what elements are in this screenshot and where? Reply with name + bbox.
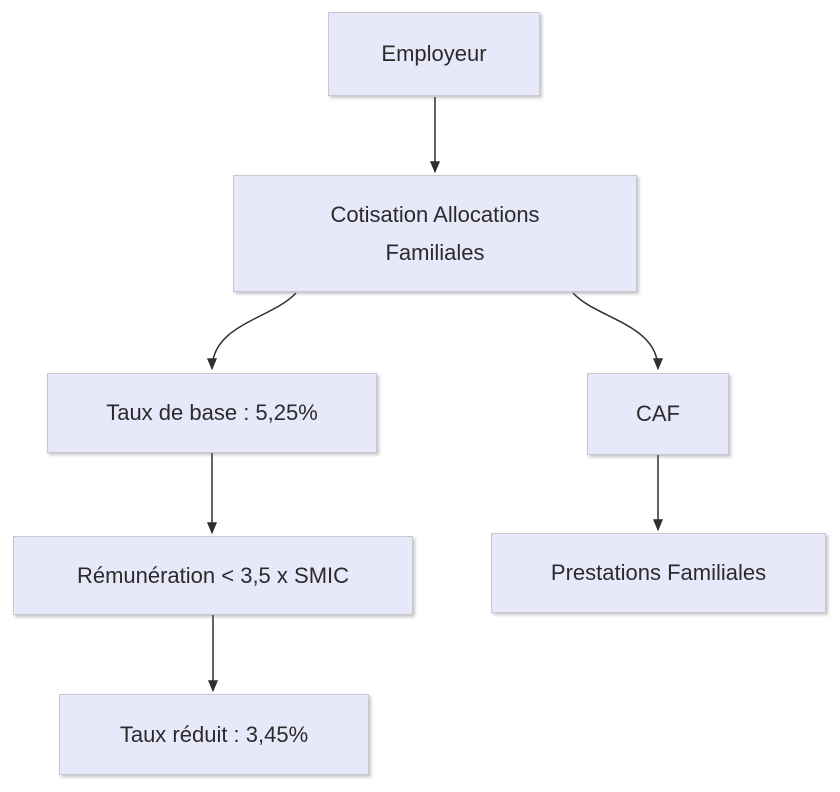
- node-prestations-familiales: Prestations Familiales: [491, 533, 826, 613]
- node-taux-reduit-label: Taux réduit : 3,45%: [119, 721, 309, 747]
- node-caf: CAF: [587, 373, 729, 455]
- arrow-cotisation-to-caf: [572, 292, 664, 371]
- node-taux-de-base: Taux de base : 5,25%: [47, 373, 377, 453]
- node-prestations-label: Prestations Familiales: [550, 560, 767, 586]
- node-caf-label: CAF: [636, 401, 680, 427]
- node-cotisation-label: Cotisation Allocations Familiales: [330, 202, 540, 265]
- node-cotisation-allocations-familiales: Cotisation Allocations Familiales: [233, 175, 637, 292]
- node-remuneration-smic: Rémunération < 3,5 x SMIC: [13, 536, 413, 615]
- node-taux-reduit: Taux réduit : 3,45%: [59, 694, 369, 775]
- node-taux-de-base-label: Taux de base : 5,25%: [106, 400, 318, 426]
- arrow-cotisation-to-taux-base: [206, 292, 297, 371]
- node-employeur-label: Employeur: [381, 41, 487, 67]
- node-remuneration-label: Rémunération < 3,5 x SMIC: [76, 562, 350, 588]
- node-employeur: Employeur: [328, 12, 540, 96]
